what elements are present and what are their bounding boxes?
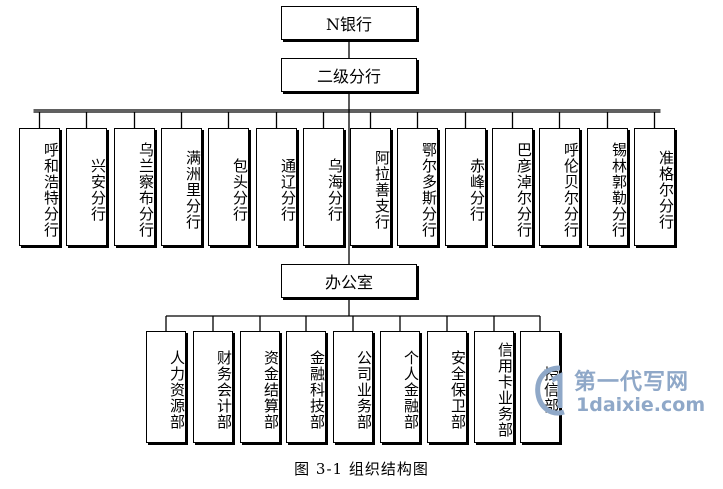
branch-label: 准格尔分行 bbox=[657, 150, 675, 230]
branch-node: 乌海分行 bbox=[303, 128, 344, 246]
watermark-cn-text: 第一代写网 bbox=[574, 370, 690, 395]
branch-label: 鄂尔多斯分行 bbox=[420, 142, 438, 238]
department-label: 金融科技部 bbox=[308, 350, 326, 430]
department-node: 人力资源部 bbox=[146, 331, 186, 443]
department-label: 信用卡业务部 bbox=[496, 342, 514, 438]
branch-label: 赤峰分行 bbox=[468, 158, 486, 222]
figure-caption: 图 3-1 组织结构图 bbox=[294, 460, 429, 478]
branch-node: 鄂尔多斯分行 bbox=[397, 128, 438, 246]
branch-node: 通辽分行 bbox=[256, 128, 297, 246]
department-node: 财务会计部 bbox=[193, 331, 233, 443]
department-label: 人力资源部 bbox=[168, 350, 186, 430]
office-node: 办公室 bbox=[281, 264, 417, 298]
branch-node: 满洲里分行 bbox=[161, 128, 202, 246]
branch-label: 巴彦淖尔分行 bbox=[515, 142, 533, 238]
branch-label: 乌兰察布分行 bbox=[137, 142, 155, 238]
department-label: 个人金融部 bbox=[402, 350, 420, 430]
department-label: 资金结算部 bbox=[262, 350, 280, 430]
department-label: 财务会计部 bbox=[215, 350, 233, 430]
department-node: 安全保卫部 bbox=[427, 331, 467, 443]
branch-node: 巴彦淖尔分行 bbox=[492, 128, 533, 246]
branch-node: 赤峰分行 bbox=[445, 128, 486, 246]
branch-node: 呼和浩特分行 bbox=[19, 128, 60, 246]
department-node: 个人金融部 bbox=[380, 331, 420, 443]
department-node: 公司业务部 bbox=[333, 331, 373, 443]
department-node: 信用卡业务部 bbox=[474, 331, 514, 443]
department-node: 金融科技部 bbox=[286, 331, 326, 443]
branch-label: 通辽分行 bbox=[279, 158, 297, 222]
branch-label: 呼伦贝尔分行 bbox=[562, 142, 580, 238]
second-level-branch-node: 二级分行 bbox=[281, 58, 417, 92]
branch-node: 锡林郭勒分行 bbox=[587, 128, 628, 246]
branch-node: 包头分行 bbox=[208, 128, 249, 246]
branch-label: 呼和浩特分行 bbox=[42, 142, 60, 238]
department-label: 公司业务部 bbox=[355, 350, 373, 430]
branch-label: 兴安分行 bbox=[89, 158, 107, 222]
watermark-logo-icon bbox=[535, 365, 565, 416]
watermark-en-text: 1daixie.com bbox=[576, 394, 706, 416]
root-node: N银行 bbox=[281, 6, 417, 40]
branch-label: 乌海分行 bbox=[326, 158, 344, 222]
branch-node: 准格尔分行 bbox=[634, 128, 675, 246]
department-node: 资金结算部 bbox=[240, 331, 280, 443]
branch-label: 锡林郭勒分行 bbox=[610, 142, 628, 238]
watermark: 第一代写网 1daixie.com bbox=[530, 358, 720, 428]
branch-node: 乌兰察布分行 bbox=[114, 128, 155, 246]
branch-label: 包头分行 bbox=[231, 158, 249, 222]
branch-node: 阿拉善支行 bbox=[350, 128, 391, 246]
branch-node: 呼伦贝尔分行 bbox=[539, 128, 580, 246]
department-label: 安全保卫部 bbox=[449, 350, 467, 430]
branch-label: 满洲里分行 bbox=[184, 150, 202, 230]
branch-label: 阿拉善支行 bbox=[373, 150, 391, 230]
branch-node: 兴安分行 bbox=[66, 128, 107, 246]
